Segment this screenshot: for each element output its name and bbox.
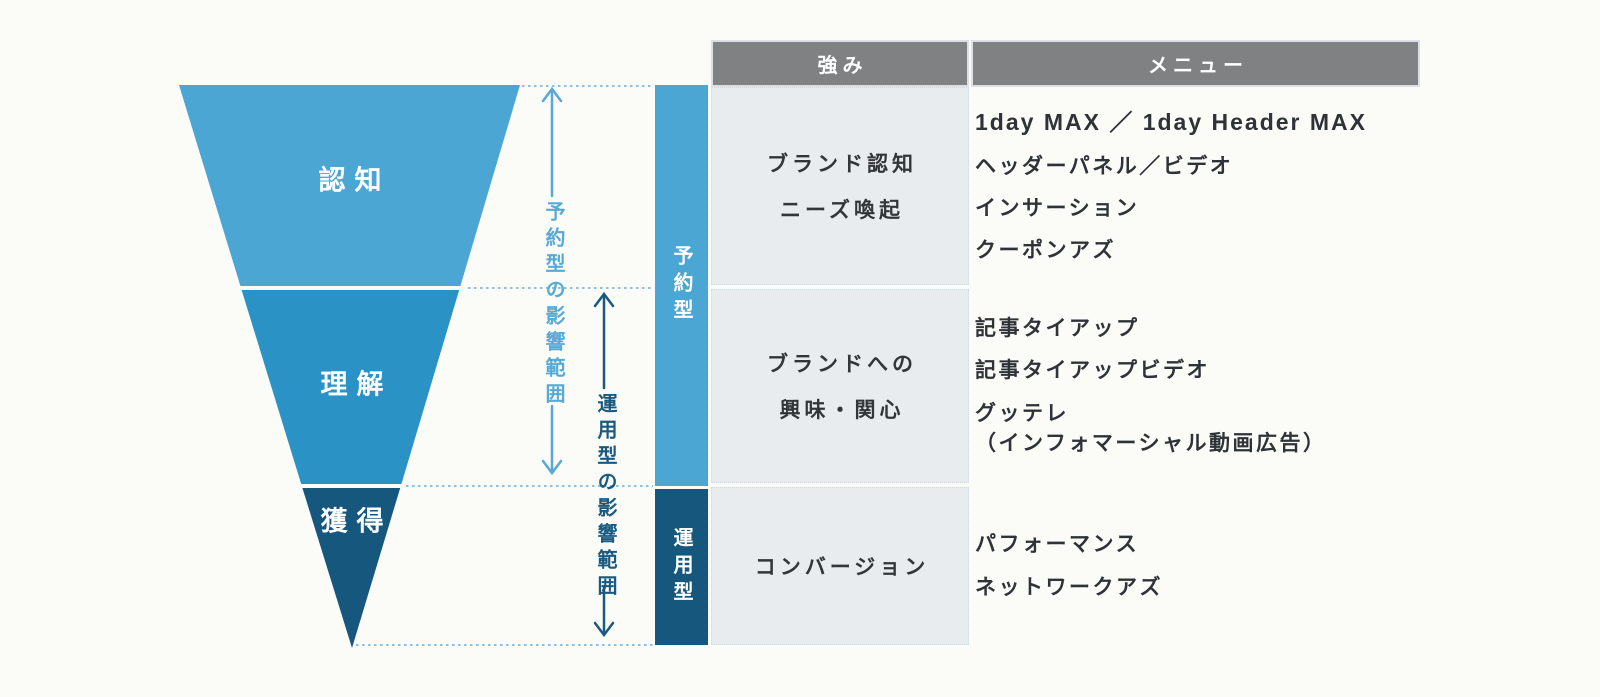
reserved-range-label: 予約型の影響範囲 (542, 201, 564, 409)
menu-list-conversion: パフォーマンス ネットワークアズ (975, 487, 1420, 645)
menu-item: 1day MAX ／ 1day Header MAX (975, 108, 1368, 135)
funnel-stage-label-acquisition: 獲得 (320, 506, 393, 537)
menu-item: 記事タイアップ (975, 317, 1140, 341)
column-header-menu: メニュー (971, 40, 1420, 87)
strength-cell-conversion: コンバージョン (711, 487, 969, 645)
strength-text: 興味・関心 (779, 399, 905, 422)
funnel-stage-label-understanding: 理解 (320, 369, 393, 400)
menu-item: 記事タイアップビデオ (975, 359, 1210, 383)
menu-item-line: グッテレ (975, 401, 1069, 425)
column-header-strength: 強み (711, 40, 969, 87)
strength-text: ブランドへの (767, 353, 917, 376)
strength-text: ニーズ喚起 (780, 199, 904, 222)
menu-item-line: （インフォマーシャル動画広告） (975, 431, 1327, 455)
funnel-stage-label-awareness: 認知 (318, 165, 391, 196)
menu-item: クーポンアズ (975, 238, 1116, 262)
menu-item: パフォーマンス (975, 533, 1140, 557)
menu-list-awareness: 1day MAX ／ 1day Header MAX ヘッダーパネル／ビデオ イ… (975, 87, 1420, 285)
menu-item: ネットワークアズ (975, 575, 1163, 599)
strength-text: コンバージョン (754, 556, 930, 579)
arrow-down-icon (541, 459, 563, 476)
arrow-down-icon (593, 621, 615, 638)
menu-item: インサーション (975, 196, 1140, 220)
strength-cell-interest: ブランドへの 興味・関心 (711, 289, 969, 483)
arrow-up-icon (593, 291, 615, 308)
arrow-up-icon (541, 86, 563, 103)
category-bar-operated: 運用型 (655, 489, 708, 645)
strength-text: ブランド認知 (767, 153, 917, 176)
menu-item: グッテレ （インフォマーシャル動画広告） (975, 401, 1420, 456)
menu-list-interest: 記事タイアップ 記事タイアップビデオ グッテレ （インフォマーシャル動画広告） (975, 289, 1420, 483)
operated-range-label: 運用型の影響範囲 (594, 393, 616, 601)
menu-item: ヘッダーパネル／ビデオ (975, 154, 1234, 178)
strength-cell-awareness: ブランド認知 ニーズ喚起 (711, 87, 969, 285)
category-bar-reserved: 予約型 (655, 85, 708, 486)
